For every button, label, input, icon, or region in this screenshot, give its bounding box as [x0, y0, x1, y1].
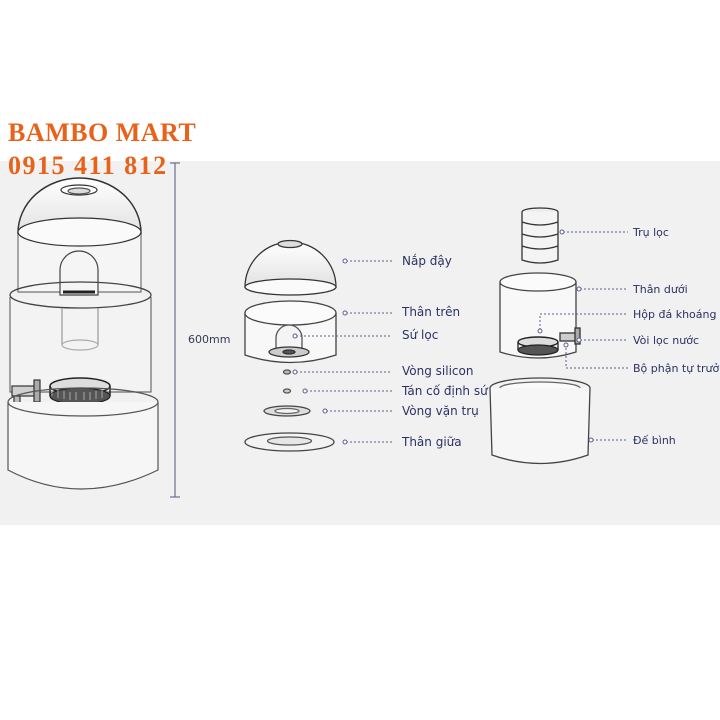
part-label-silicone-ring: Vòng silicon	[402, 364, 474, 378]
part-label-lid: Nắp đậy	[402, 254, 452, 268]
part-label-twist-ring: Vòng vặn trụ	[402, 404, 479, 418]
assembled-filter	[7, 177, 159, 490]
part-label-auto-part: Bộ phận tự trưởng	[633, 362, 720, 375]
exploded-lower-parts	[489, 207, 591, 465]
brand-name: BAMBO MART	[8, 118, 197, 147]
exploded-upper-parts	[244, 239, 337, 452]
brand-phone: 0915 411 812	[8, 151, 168, 180]
part-label-middle-body: Thân giữa	[402, 435, 462, 449]
height-dimension	[170, 162, 180, 498]
part-label-lower-body: Thân dưới	[633, 283, 688, 296]
leader-lines-upper	[296, 260, 392, 443]
leader-lines-lower	[539, 231, 628, 441]
height-dimension-label: 600mm	[188, 333, 231, 346]
part-label-faucet: Vòi lọc nước	[633, 334, 700, 347]
part-label-ceramic-filter: Sứ lọc	[402, 328, 439, 342]
leader-dots-upper	[292, 258, 348, 445]
leader-dots-lower	[537, 229, 594, 443]
part-label-mineral-box: Hộp đá khoáng	[633, 308, 717, 321]
part-label-filter-column: Trụ lọc	[633, 226, 669, 239]
part-label-base: Đế bình	[633, 434, 676, 447]
part-label-upper-body: Thân trên	[402, 305, 461, 319]
part-label-fixing-nut: Tán cố định sứ	[402, 384, 488, 398]
